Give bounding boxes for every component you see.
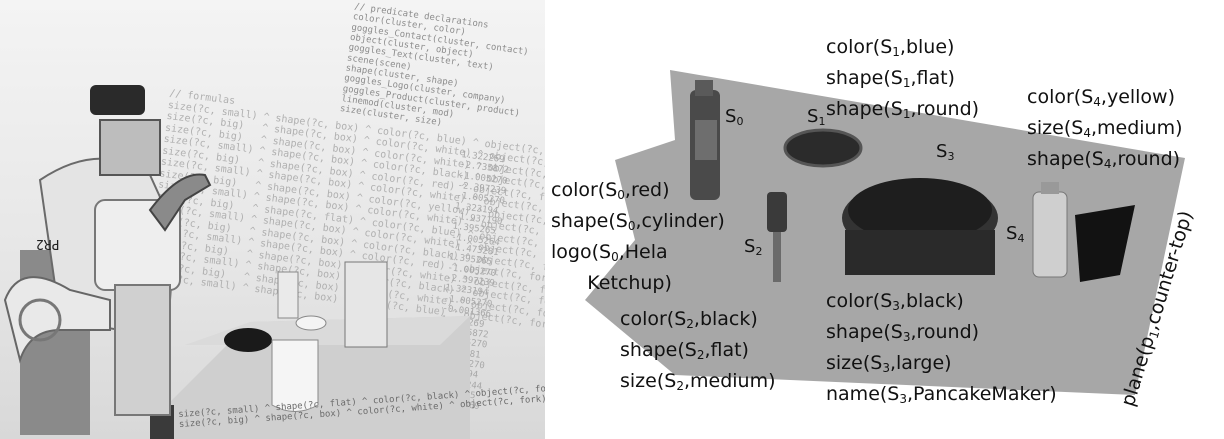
robot-sensor-head: [90, 85, 145, 115]
pr2-robot: [3, 85, 212, 435]
segment-label-s1: S1: [807, 106, 826, 128]
s0-facts: color(S0,red) shape(S0,cylinder) logo(S0,H…: [551, 177, 725, 296]
robot-head: [99, 119, 161, 176]
fact-line: name(S3,PancakeMaker): [826, 383, 1057, 406]
cereal-box: [344, 261, 388, 348]
bowl: [224, 328, 272, 352]
fact-line: size(S4,medium): [1027, 117, 1183, 140]
cup: [295, 315, 327, 331]
s4-shadow: [1075, 205, 1135, 282]
s2-facts: color(S2,black) shape(S2,flat) size(S2,med…: [620, 306, 776, 399]
s4-bottle: [1032, 182, 1135, 282]
fact-line: size(S3,large): [826, 352, 952, 375]
fact-line: color(S2,black): [620, 308, 758, 331]
s4-facts: color(S4,yellow) size(S4,medium) shape(S4,…: [1027, 84, 1183, 177]
robot-scene-illustration: [3, 85, 470, 439]
segment-label-s4: S4: [1006, 223, 1025, 245]
fact-line: color(S1,blue): [826, 36, 955, 59]
segmented-scene-panel: S0 S1 S2 S3 S4 color(S0,red) shape(S0,cyl…: [545, 0, 1224, 439]
s2-spatula: [767, 192, 787, 282]
fact-line: color(S0,red): [551, 179, 670, 202]
fact-line: logo(S0,Hela: [551, 241, 668, 264]
robot-torso: [114, 284, 171, 416]
s0-ketchup-bottle: [690, 80, 720, 200]
fact-line: shape(S1,flat): [826, 67, 955, 90]
s1-plate: [783, 128, 863, 168]
s3-facts: color(S3,black) shape(S3,round) size(S3,la…: [826, 288, 1057, 412]
segment-label-s3: S3: [936, 141, 955, 163]
fact-line: shape(S1,round): [826, 98, 980, 121]
ketchup-carton: [277, 271, 299, 319]
fact-line: shape(S4,round): [1027, 148, 1181, 171]
fact-line: shape(S3,round): [826, 321, 980, 344]
robot-label: PR2: [36, 236, 60, 251]
segment-label-s2: S2: [744, 236, 763, 258]
s3-pancake-maker: [842, 178, 998, 275]
thermos-jug: [271, 339, 319, 412]
fact-line: Ketchup): [551, 272, 672, 294]
fact-line: color(S3,black): [826, 290, 964, 313]
fact-line: color(S4,yellow): [1027, 86, 1176, 109]
segment-label-s0: S0: [725, 106, 744, 128]
fact-line: shape(S2,flat): [620, 339, 749, 362]
fact-line: shape(S0,cylinder): [551, 210, 725, 233]
s1-facts: color(S1,blue) shape(S1,flat) shape(S1,rou…: [826, 34, 979, 127]
fact-line: size(S2,medium): [620, 370, 776, 393]
robot-gripper: [148, 173, 212, 232]
point-cloud-scene: [585, 70, 1185, 395]
